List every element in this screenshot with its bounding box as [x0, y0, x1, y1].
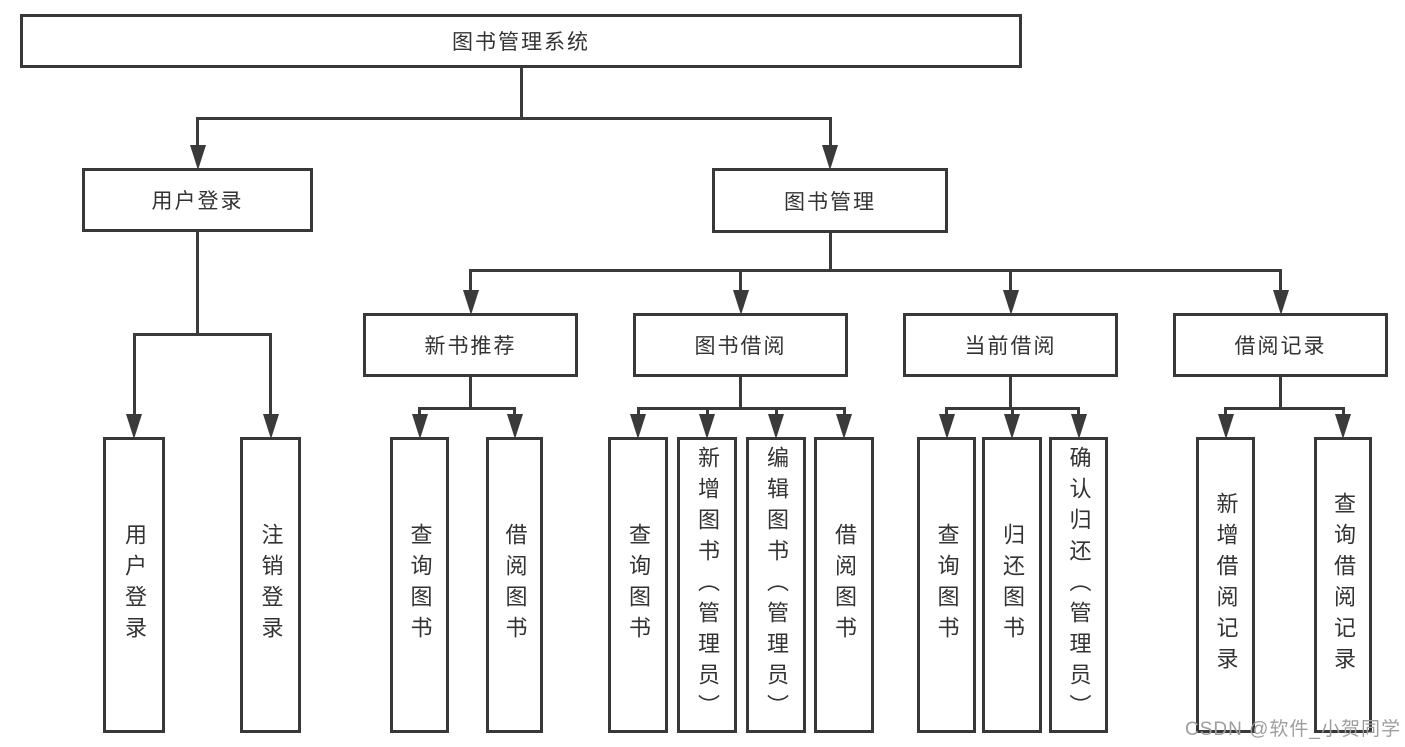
connector-drop-new-book	[469, 269, 472, 294]
connector-stem-current-loan	[1009, 377, 1012, 410]
node-label-bb-query: 查询图书	[626, 523, 651, 647]
connector-drop-cl-return	[1010, 407, 1014, 418]
arrow-down-icon-nb-borrow	[506, 414, 523, 439]
arrow-down-icon-mgmt-branch	[822, 145, 838, 170]
connector-drop-lr-query	[1341, 407, 1345, 418]
connector-stem-system	[519, 68, 523, 120]
connector-elbow-loan-records	[1224, 407, 1345, 410]
arrow-down-icon-new-book	[462, 290, 479, 315]
arrow-down-icon-cl-return	[1004, 414, 1020, 439]
arrow-down-icon-current-loan	[1002, 290, 1019, 315]
arrow-down-icon-cl-query	[938, 414, 955, 439]
node-current-loan: 当前借阅	[903, 313, 1118, 377]
connector-drop-cl-query	[945, 407, 948, 418]
node-lr-add: 新增借阅记录	[1196, 437, 1255, 733]
arrow-down-icon-login-branch	[189, 145, 206, 170]
arrow-down-icon-user-login	[126, 414, 142, 439]
connector-drop-loan-records	[1279, 269, 1282, 294]
arrow-down-icon-nb-query	[411, 414, 428, 439]
node-system: 图书管理系统	[20, 14, 1022, 68]
connector-elbow-new-book	[418, 407, 516, 410]
connector-drop-lr-add	[1224, 407, 1227, 418]
node-nb-borrow: 借阅图书	[486, 437, 543, 733]
node-label-cl-query: 查询图书	[934, 523, 960, 647]
node-user-logout: 注销登录	[240, 437, 301, 733]
node-label-system: 图书管理系统	[452, 31, 590, 54]
arrow-down-icon-bb-edit	[768, 414, 784, 439]
connector-drop-bb-add	[705, 407, 709, 418]
connector-stem-new-book	[469, 377, 472, 410]
node-label-user-login: 用户登录	[122, 523, 147, 647]
arrow-down-icon-lr-add	[1217, 414, 1234, 439]
node-user-login: 用户登录	[103, 437, 165, 733]
node-label-nb-query: 查询图书	[407, 523, 433, 647]
node-cl-query: 查询图书	[917, 437, 976, 733]
connector-stem-loan-records	[1279, 377, 1282, 410]
node-label-login-branch: 用户登录	[151, 190, 244, 213]
connector-drop-current-loan	[1009, 269, 1012, 294]
node-nb-query: 查询图书	[390, 437, 449, 733]
connector-stem-login-branch	[196, 232, 199, 336]
node-label-user-logout: 注销登录	[258, 523, 284, 647]
node-cl-confirm: 确认归还（管理员）	[1049, 437, 1108, 733]
node-label-book-borrow: 图书借阅	[694, 335, 787, 358]
connector-drop-mgmt-branch	[828, 117, 832, 149]
node-mgmt-branch: 图书管理	[712, 168, 948, 233]
arrow-down-icon-lr-query	[1335, 414, 1351, 439]
connector-drop-bb-query	[636, 407, 640, 418]
node-label-bb-edit: 编辑图书（管理员）	[764, 445, 789, 725]
node-bb-borrow: 借阅图书	[814, 437, 874, 733]
node-bb-query: 查询图书	[608, 437, 668, 733]
connector-drop-nb-borrow	[513, 407, 516, 418]
connector-drop-bb-borrow	[842, 407, 846, 418]
connector-elbow-login-branch	[132, 333, 272, 336]
connector-drop-bb-edit	[774, 407, 778, 418]
node-label-cl-confirm: 确认归还（管理员）	[1066, 445, 1092, 725]
arrow-down-icon-bb-query	[630, 414, 646, 439]
node-label-loan-records: 借阅记录	[1234, 335, 1327, 358]
connector-stem-book-borrow	[739, 377, 742, 410]
node-label-current-loan: 当前借阅	[964, 335, 1057, 358]
node-lr-query: 查询借阅记录	[1314, 437, 1372, 733]
connector-stem-mgmt-branch	[828, 233, 832, 272]
arrow-down-icon-cl-confirm	[1070, 414, 1087, 439]
arrow-down-icon-bb-add	[699, 414, 715, 439]
node-cl-return: 归还图书	[982, 437, 1042, 733]
connector-elbow-system	[196, 117, 832, 120]
node-label-new-book: 新书推荐	[424, 335, 517, 358]
connector-drop-user-logout	[269, 333, 272, 418]
arrow-down-icon-book-borrow	[732, 290, 749, 315]
node-new-book: 新书推荐	[363, 313, 578, 377]
node-label-bb-borrow: 借阅图书	[832, 523, 857, 647]
node-bb-edit: 编辑图书（管理员）	[746, 437, 806, 733]
node-label-nb-borrow: 借阅图书	[502, 523, 528, 647]
connector-drop-nb-query	[418, 407, 421, 418]
connector-elbow-mgmt-branch	[469, 269, 1282, 272]
arrow-down-icon-bb-borrow	[836, 414, 852, 439]
node-label-mgmt-branch: 图书管理	[784, 190, 876, 214]
connector-drop-book-borrow	[739, 269, 742, 294]
node-label-bb-add: 新增图书（管理员）	[695, 445, 720, 725]
node-label-cl-return: 归还图书	[1000, 523, 1025, 647]
arrow-down-icon-user-logout	[262, 414, 279, 439]
connector-drop-user-login	[132, 333, 136, 418]
node-loan-records: 借阅记录	[1173, 313, 1388, 377]
node-bb-add: 新增图书（管理员）	[677, 437, 737, 733]
node-book-borrow: 图书借阅	[633, 313, 848, 377]
connector-elbow-book-borrow	[636, 407, 846, 410]
connector-drop-login-branch	[196, 117, 199, 149]
node-label-lr-query: 查询借阅记录	[1331, 492, 1356, 678]
node-label-lr-add: 新增借阅记录	[1213, 492, 1239, 678]
node-login-branch: 用户登录	[82, 168, 313, 232]
watermark-text: CSDN @软件_小贺同学	[1185, 719, 1401, 740]
connector-drop-cl-confirm	[1077, 407, 1080, 418]
arrow-down-icon-loan-records	[1272, 290, 1289, 315]
